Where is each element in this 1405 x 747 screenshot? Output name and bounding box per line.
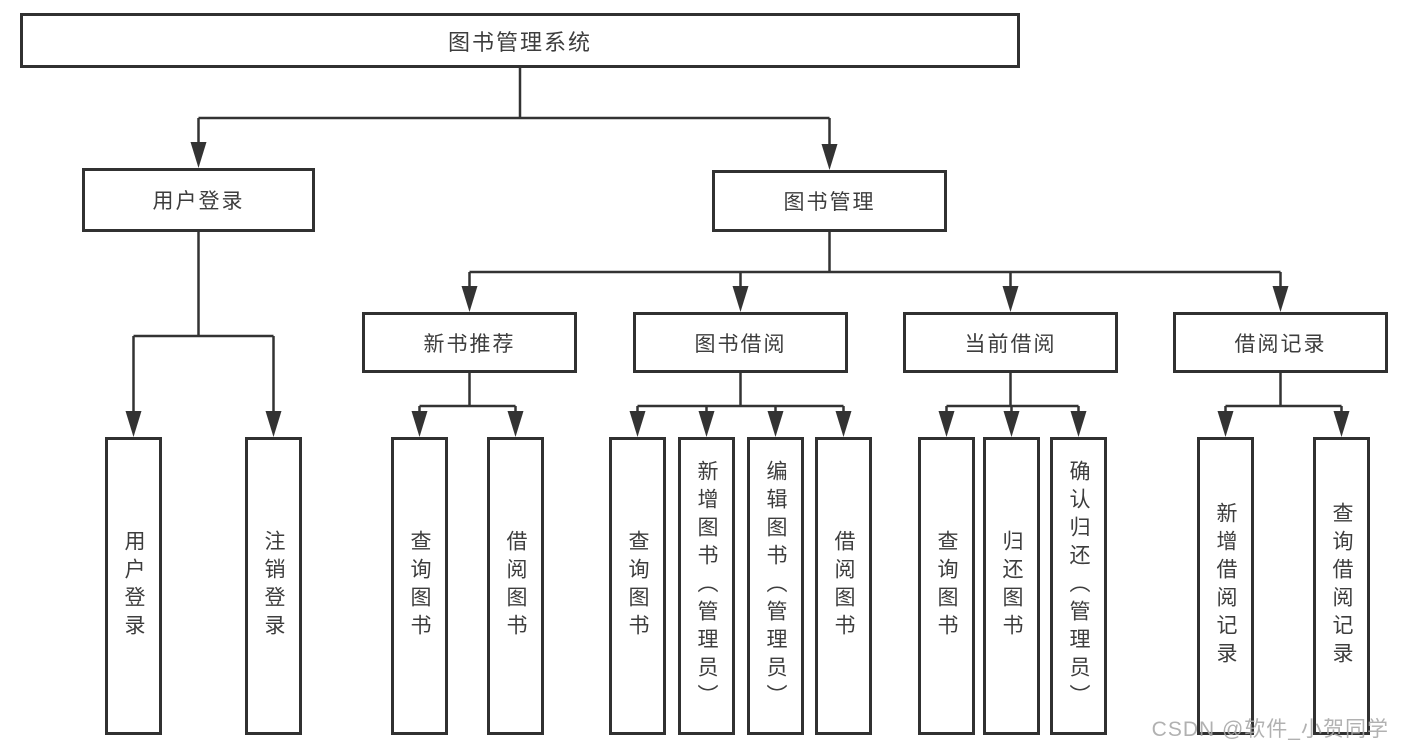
leaf-label: 新增图书（管理员）	[695, 460, 718, 712]
leaf-label: 查询借阅记录	[1330, 502, 1353, 670]
node-label: 用户登录	[152, 190, 245, 213]
leaf-query-books-current: 查询图书	[918, 437, 975, 735]
leaf-query-borrow-record: 查询借阅记录	[1313, 437, 1370, 735]
leaf-edit-books-admin: 编辑图书（管理员）	[747, 437, 804, 735]
arrow-icon	[1003, 411, 1020, 437]
node-label: 图书管理系统	[447, 29, 592, 55]
arrow-icon	[1272, 286, 1289, 312]
leaf-borrow-books-recommend: 借阅图书	[487, 437, 544, 735]
node-label: 当前借阅	[964, 332, 1057, 356]
arrow-icon	[190, 142, 207, 168]
watermark: CSDN @软件_小贺同学	[1151, 718, 1389, 741]
arrow-icon	[732, 286, 749, 312]
connector-user-login	[132, 232, 275, 415]
arrow-icon	[1070, 411, 1087, 437]
node-new-book-recommend: 新书推荐	[362, 312, 577, 373]
node-borrow-records: 借阅记录	[1173, 312, 1388, 373]
leaf-confirm-return-admin: 确认归还（管理员）	[1050, 437, 1107, 735]
leaf-label: 编辑图书（管理员）	[764, 460, 787, 712]
connector-new-book-recommend	[418, 373, 517, 415]
arrow-icon	[507, 411, 524, 437]
leaf-add-books-admin: 新增图书（管理员）	[678, 437, 735, 735]
node-label: 借阅记录	[1234, 332, 1327, 356]
leaf-label: 查询图书	[935, 530, 958, 642]
arrow-icon	[835, 411, 852, 437]
node-label: 图书管理	[783, 191, 876, 214]
node-system-root: 图书管理系统	[20, 13, 1020, 68]
leaf-label: 用户登录	[122, 530, 145, 642]
connector-book-borrow	[636, 373, 845, 415]
connector-current-borrow	[945, 373, 1080, 415]
node-current-borrow: 当前借阅	[903, 312, 1118, 373]
arrow-icon	[1002, 286, 1019, 312]
node-book-management: 图书管理	[712, 170, 947, 232]
leaf-label: 查询图书	[408, 530, 431, 642]
leaf-query-books-borrow: 查询图书	[609, 437, 666, 735]
node-book-borrow: 图书借阅	[633, 312, 848, 373]
arrow-icon	[821, 144, 838, 170]
connector-book-management	[468, 232, 1282, 292]
arrow-icon	[629, 411, 646, 437]
arrow-icon	[461, 286, 478, 312]
leaf-user-login: 用户登录	[105, 437, 162, 735]
leaf-label: 注销登录	[262, 530, 285, 642]
leaf-query-books-recommend: 查询图书	[391, 437, 448, 735]
node-label: 图书借阅	[694, 332, 787, 356]
arrow-icon	[411, 411, 428, 437]
leaf-return-books: 归还图书	[983, 437, 1040, 735]
node-user-login: 用户登录	[82, 168, 315, 232]
leaf-label: 借阅图书	[504, 530, 527, 642]
leaf-label: 确认归还（管理员）	[1067, 460, 1090, 712]
connector-root	[197, 68, 831, 148]
arrow-icon	[1333, 411, 1350, 437]
leaf-label: 借阅图书	[832, 530, 855, 642]
leaf-label: 归还图书	[1000, 530, 1023, 642]
leaf-logout: 注销登录	[245, 437, 302, 735]
leaf-add-borrow-record: 新增借阅记录	[1197, 437, 1254, 735]
arrow-icon	[1217, 411, 1234, 437]
arrow-icon	[767, 411, 784, 437]
arrow-icon	[125, 411, 142, 437]
connector-borrow-records	[1224, 373, 1343, 415]
arrow-icon	[698, 411, 715, 437]
leaf-borrow-books: 借阅图书	[815, 437, 872, 735]
leaf-label: 查询图书	[626, 530, 649, 642]
node-label: 新书推荐	[423, 332, 516, 356]
arrowheads	[125, 142, 1350, 437]
leaf-label: 新增借阅记录	[1214, 502, 1237, 670]
arrow-icon	[938, 411, 955, 437]
arrow-icon	[265, 411, 282, 437]
